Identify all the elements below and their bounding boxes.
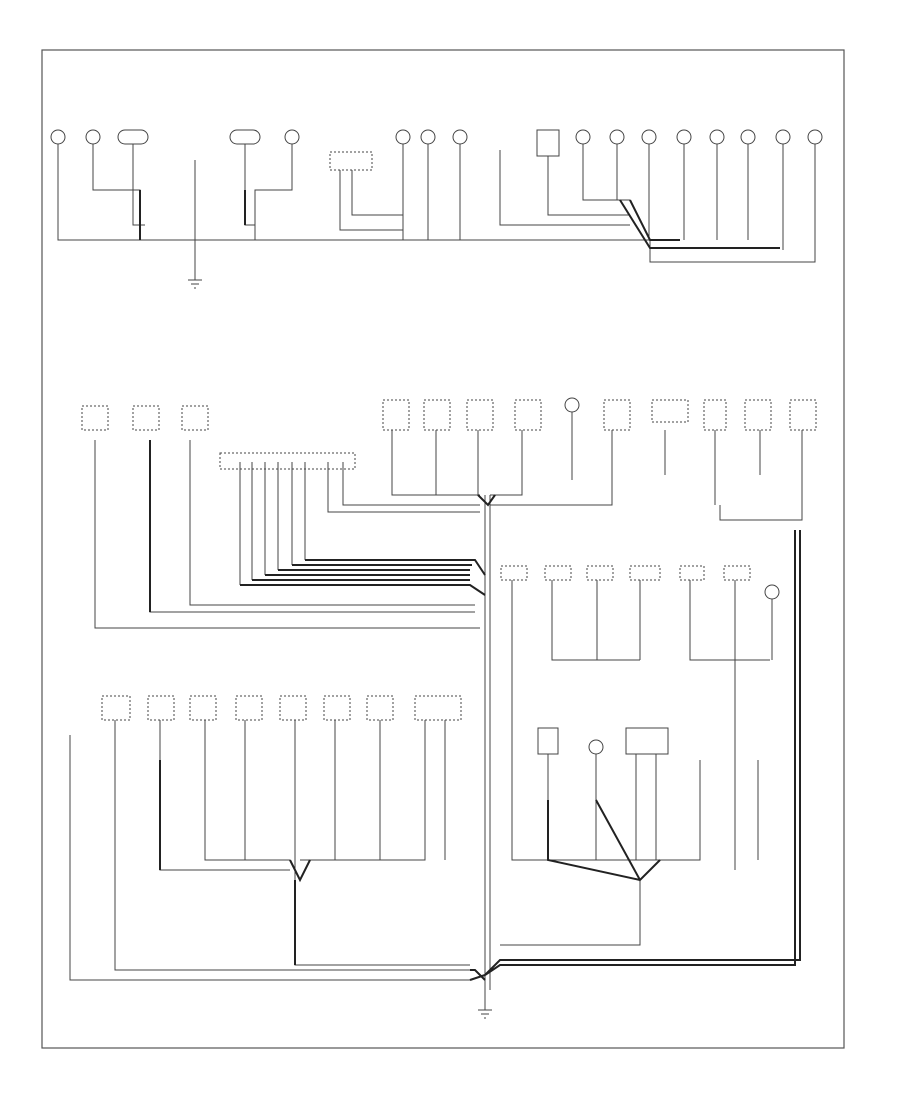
connector-symbol	[466, 399, 494, 431]
connector-symbol	[366, 695, 394, 721]
ground-bus-wire	[159, 530, 801, 981]
lamp-symbol	[420, 129, 436, 145]
connector-symbol	[544, 565, 572, 581]
connector-symbol	[132, 405, 160, 431]
ground-symbol	[188, 279, 202, 289]
connector-symbol	[235, 695, 263, 721]
lamp-symbol	[50, 129, 66, 145]
lamp-symbol	[564, 397, 580, 413]
ground-symbol	[478, 1009, 492, 1019]
module-symbol	[537, 727, 559, 755]
ground-bus-wire	[547, 799, 661, 882]
connector-symbol	[81, 405, 109, 431]
connector-symbol	[703, 399, 727, 431]
lamp-symbol	[395, 129, 411, 145]
connector-symbol	[147, 695, 175, 721]
lamp-symbol	[452, 129, 468, 145]
lamp-symbol	[588, 739, 604, 755]
lamp-housing-symbol	[117, 129, 149, 145]
connector-symbol	[603, 399, 631, 431]
connector-symbol	[679, 565, 705, 581]
connector-symbol	[323, 695, 351, 721]
lamp-symbol	[575, 129, 591, 145]
connector-symbol	[514, 399, 542, 431]
lamp-symbol	[764, 584, 780, 600]
middle-section	[81, 397, 817, 990]
connector-symbol	[382, 399, 410, 431]
wire	[57, 144, 816, 263]
connector-symbol	[181, 405, 209, 431]
wire	[94, 412, 803, 990]
connector-symbol	[744, 399, 772, 431]
switch-connector-symbol	[219, 452, 356, 470]
diagram-frame	[41, 49, 845, 1049]
lamp-symbol	[85, 129, 101, 145]
ground-bus-wire	[149, 440, 496, 612]
wire	[69, 720, 470, 981]
lamp-symbol	[709, 129, 725, 145]
switch-symbol	[329, 151, 373, 171]
lamp-symbol	[807, 129, 823, 145]
connector-symbol	[101, 695, 131, 721]
lower-section	[69, 530, 801, 1019]
connector-symbol	[189, 695, 217, 721]
lamp-symbol	[641, 129, 657, 145]
right-section	[500, 565, 780, 946]
connector-symbol	[586, 565, 614, 581]
connector-symbol	[651, 399, 689, 423]
lamp-symbol	[609, 129, 625, 145]
ground-bus-wire	[139, 190, 780, 249]
connector-symbol	[789, 399, 817, 431]
upper-section	[50, 129, 823, 289]
connector-symbol	[423, 399, 451, 431]
lamp-housing-symbol	[229, 129, 261, 145]
module-symbol	[625, 727, 669, 755]
connector-symbol	[723, 565, 751, 581]
wire	[500, 580, 773, 946]
lamp-symbol	[740, 129, 756, 145]
lamp-symbol	[284, 129, 300, 145]
module-symbol	[536, 129, 560, 157]
connector-symbol	[279, 695, 307, 721]
connector-symbol	[500, 565, 528, 581]
connector-symbol	[414, 695, 462, 721]
lamp-symbol	[676, 129, 692, 145]
lamp-symbol	[775, 129, 791, 145]
connector-symbol	[629, 565, 661, 581]
